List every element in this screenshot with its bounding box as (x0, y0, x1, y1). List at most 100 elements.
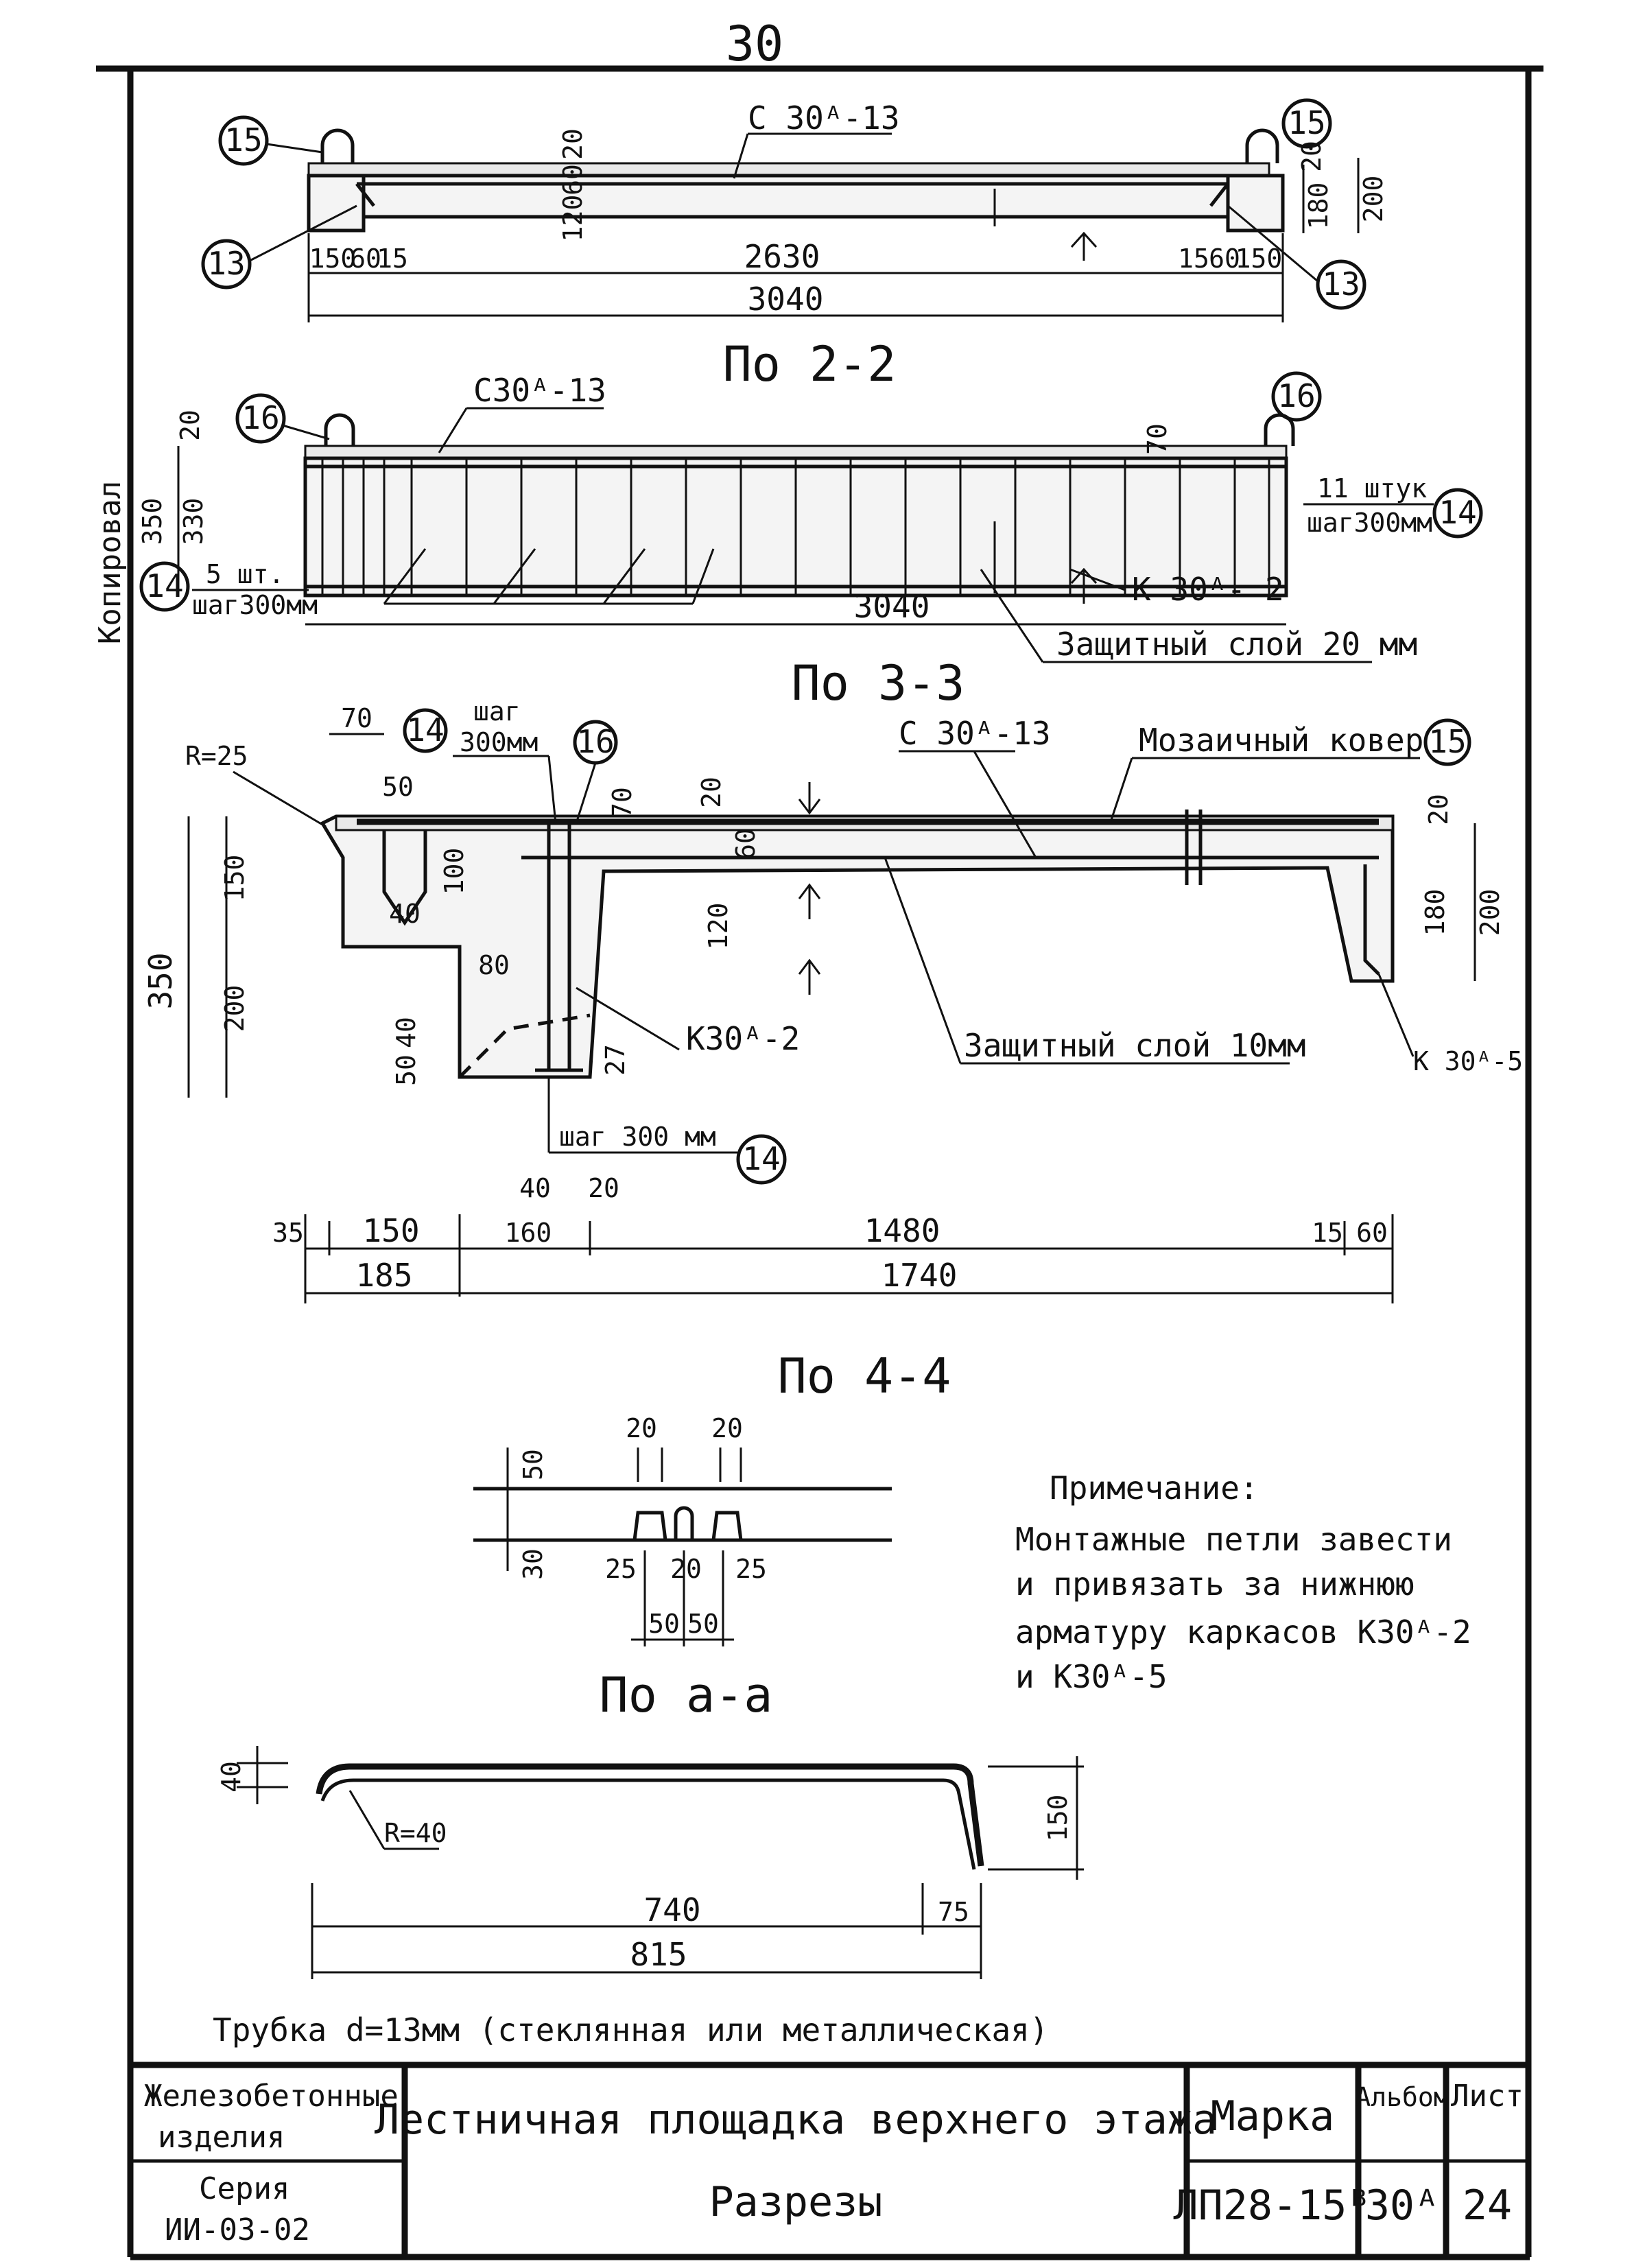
tube-caption: Трубка d=13мм (стеклянная или металличес… (213, 2011, 1049, 2048)
dim-44-50-b: 50 (687, 1609, 719, 1639)
dim-40-b: 40 (519, 1173, 551, 1203)
support-right (1226, 174, 1285, 233)
dim-44-20-b: 20 (711, 1413, 743, 1443)
callout-14-33: 14 (406, 711, 444, 748)
dim-b-2630: 2630 (744, 238, 820, 275)
callout-13-left: 13 (207, 245, 245, 282)
dim-44-50: 50 (518, 1449, 548, 1480)
callout-13-right: 13 (1322, 265, 1360, 303)
callout-14-left: 14 (145, 567, 183, 604)
section-3-3-step-bottom: шаг 300 мм (559, 1122, 716, 1152)
left-hook (355, 182, 375, 207)
tube-profile (316, 1763, 984, 1867)
tb-marka-label: Марка (1211, 2092, 1335, 2140)
callout-16-left: 16 (241, 399, 279, 436)
tb-title-line2: Разрезы (709, 2178, 883, 2226)
section-2-2-count-left: 5 шт. (206, 559, 284, 589)
dim-aa-150: 150 (1043, 1795, 1073, 1842)
lifting-loop-left (320, 128, 355, 163)
dim-b-60-right: 60 (1209, 244, 1240, 274)
section-2-2-step-right: шаг300мм (1307, 508, 1432, 538)
note-block: Примечание: Монтажные петли завести и пр… (1015, 1469, 1471, 1695)
tb-sheet-label: Лист (1451, 2079, 1524, 2114)
callout-15-left: 15 (224, 121, 262, 158)
note-line-1: Монтажные петли завести (1015, 1521, 1452, 1558)
dim-b-150-33: 150 (362, 1212, 419, 1249)
section-2-2: По 2-2 (137, 336, 1483, 663)
section-2-2-title: По 2-2 (723, 336, 897, 392)
dim-44-25-b: 25 (735, 1554, 767, 1584)
tb-series-value: ИИ-03-02 (165, 2212, 310, 2247)
callout-16-33: 16 (576, 723, 614, 760)
page-number: 30 (726, 16, 783, 72)
dim-20-b: 20 (588, 1173, 619, 1203)
note-line-3: арматуру каркасов К30ᴬ-2 (1015, 1614, 1471, 1651)
dim-b-150-right: 150 (1235, 244, 1283, 274)
dim-b-15-right: 15 (1178, 244, 1209, 274)
tb-marka-value: ЛП28-15ᴮ (1174, 2182, 1372, 2230)
bar-label-c30a-13: С 30ᴬ-13 (748, 99, 900, 137)
dim-v-350-22: 350 (137, 498, 167, 545)
dim-50-top: 50 (382, 772, 414, 802)
section-2-2-bar: С30ᴬ-13 (473, 372, 606, 409)
dim-v-60: 60 (558, 164, 588, 196)
section-a-a-title: По а-а (600, 1667, 773, 1723)
dim-total-3040: 3040 (748, 281, 824, 318)
dim-44-20-a: 20 (626, 1413, 657, 1443)
dim-80: 80 (478, 950, 510, 980)
tb-album-label: Альбом (1355, 2082, 1449, 2112)
tb-org-line2: изделия (158, 2120, 285, 2155)
dim-b-60-left: 60 (350, 244, 381, 274)
section-3-3-frame-right: К 30ᴬ-5 (1413, 1046, 1523, 1076)
dim-44-50-a: 50 (648, 1609, 680, 1639)
section-2-2-total: 3040 (854, 588, 930, 625)
section-3-3-protective-layer: Защитный слой 10мм (964, 1027, 1306, 1064)
section-3-3-step-value: 300мм (460, 727, 538, 757)
dim-v-120: 120 (558, 195, 588, 242)
dim-total-1740: 1740 (881, 1257, 958, 1294)
section-3-3-frame-left: К30ᴬ-2 (686, 1020, 800, 1057)
section-4-4-title: По 4-4 (778, 1348, 951, 1404)
dim-v-20-22: 20 (175, 410, 205, 441)
note-heading: Примечание: (1050, 1469, 1259, 1507)
drawing-1-elevation: С 30ᴬ-13 15 15 13 13 20 180 200 20 120 6… (201, 98, 1388, 322)
slab-body (307, 174, 1271, 219)
section-3-3-title: По 3-3 (792, 655, 965, 711)
dim-27: 27 (600, 1044, 630, 1076)
dim-aa-740: 740 (643, 1891, 700, 1928)
dim-44-20-c: 20 (670, 1554, 702, 1584)
callout-14-33-bottom: 14 (742, 1140, 780, 1177)
title-block: Железобетонные изделия Серия ИИ-03-02 Ле… (130, 2062, 1528, 2257)
dim-b-35: 35 (272, 1218, 304, 1248)
dim-v-70-22: 70 (1142, 423, 1172, 455)
dim-b-60-33: 60 (1356, 1218, 1388, 1248)
callout-15-right: 15 (1288, 104, 1325, 141)
callout-14-right: 14 (1439, 494, 1476, 531)
dim-70-top: 70 (341, 703, 372, 733)
dim-120-c: 120 (703, 903, 733, 950)
tb-org-line1: Железобетонные (144, 2079, 399, 2114)
section-3-3-radius: R=25 (185, 741, 248, 771)
section-a-a: По а-а 40 R=40 150 740 75 815 Трубка d=1… (213, 1667, 1084, 2048)
dim-total-185: 185 (355, 1257, 412, 1294)
dim-v-20-mid: 20 (558, 128, 588, 160)
dim-v-40-33: 40 (391, 1017, 421, 1048)
callout-16-right: 16 (1277, 377, 1315, 414)
section-2-2-frame: К 30ᴬ- 2 (1132, 571, 1284, 608)
dim-b-1480: 1480 (864, 1212, 940, 1249)
callout-15-33: 15 (1428, 723, 1466, 760)
dim-44-25-a: 25 (605, 1554, 637, 1584)
sheet-frame (96, 65, 1543, 2260)
right-hook (1209, 182, 1229, 207)
margin-stamp: Копировал (93, 481, 128, 644)
dim-v-200-33: 200 (220, 985, 250, 1032)
dim-v-50-33: 50 (391, 1054, 421, 1086)
dim-v-20-right: 20 (1297, 141, 1327, 172)
section-2-2-protective-layer: Защитный слой 20 мм (1056, 626, 1417, 663)
tb-title-line1: Лестничная площадка верхнего этажа (375, 2096, 1217, 2144)
dim-b-15-left: 15 (377, 244, 408, 274)
dim-44-30: 30 (518, 1548, 548, 1580)
dim-v-350-33: 350 (142, 952, 179, 1009)
dim-v-180-33: 180 (1420, 889, 1450, 936)
